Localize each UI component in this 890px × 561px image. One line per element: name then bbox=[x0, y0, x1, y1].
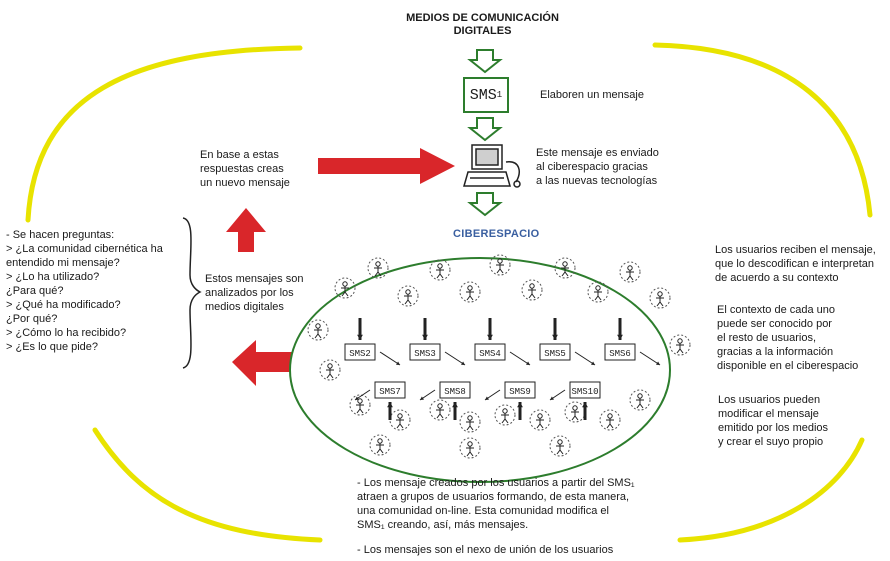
link-ts3 bbox=[574, 351, 596, 366]
svg-text:SMS8: SMS8 bbox=[444, 387, 466, 397]
svg-text:SMS4: SMS4 bbox=[479, 349, 501, 359]
link-head-td1 bbox=[422, 334, 428, 340]
questions-list: - Se hacen preguntas: > ¿La comunidad ci… bbox=[6, 229, 163, 353]
user-figure-t6 bbox=[521, 279, 543, 301]
link-head-td0 bbox=[357, 334, 363, 340]
sms-main-subscript: 1 bbox=[496, 90, 503, 100]
bottom-text-community: - Los mensaje creados por los usuarios a… bbox=[357, 477, 635, 531]
link-head-td3 bbox=[552, 334, 558, 340]
right-text-context: El contexto de cada uno puede ser conoci… bbox=[717, 304, 859, 372]
yellow-arc-top-left bbox=[25, 45, 303, 223]
user-figure-b0 bbox=[349, 394, 371, 416]
user-figure-t12 bbox=[669, 334, 691, 356]
diagram-title: MEDIOS DE COMUNICACIÓN DIGITALES bbox=[406, 12, 559, 37]
sms-node-t1: SMS3 bbox=[409, 343, 441, 361]
analyzed-text: Estos mensajes son analizados por los me… bbox=[205, 273, 304, 313]
step-elaborate: Elaboren un mensaje bbox=[540, 89, 644, 101]
user-figure-t3 bbox=[429, 259, 451, 281]
svg-text:SMS10: SMS10 bbox=[571, 387, 598, 397]
bottom-text-nexus: - Los mensajes son el nexo de unión de l… bbox=[357, 544, 614, 556]
link-head-bu2 bbox=[517, 402, 523, 408]
link-head-ts0 bbox=[396, 361, 400, 365]
link-ts2 bbox=[509, 351, 531, 366]
svg-text:SMS5: SMS5 bbox=[544, 349, 566, 359]
user-figure-b10 bbox=[459, 437, 481, 459]
link-head-bl3 bbox=[550, 396, 554, 400]
link-head-bu0 bbox=[387, 402, 393, 408]
cyberspace-ellipse bbox=[289, 257, 671, 483]
user-figure-t8 bbox=[587, 281, 609, 303]
user-figure-t4 bbox=[459, 281, 481, 303]
svg-text:SMS9: SMS9 bbox=[509, 387, 531, 397]
link-head-td2 bbox=[487, 334, 493, 340]
user-figure-t13 bbox=[319, 359, 341, 381]
user-figure-b4 bbox=[494, 404, 516, 426]
red-arrow-up-left bbox=[232, 340, 328, 386]
link-ts0 bbox=[379, 351, 401, 366]
green-arrow-2 bbox=[467, 117, 503, 142]
link-head-bl1 bbox=[420, 396, 424, 400]
user-figure-b3 bbox=[459, 411, 481, 433]
user-figure-t7 bbox=[554, 257, 576, 279]
user-figure-b9 bbox=[369, 434, 391, 456]
link-head-bu3 bbox=[582, 402, 588, 408]
user-figure-b5 bbox=[529, 409, 551, 431]
user-figure-t9 bbox=[619, 261, 641, 283]
link-head-bu1 bbox=[452, 402, 458, 408]
red-arrow-up bbox=[226, 208, 266, 252]
red-arrow-right bbox=[318, 148, 455, 184]
user-figure-b7 bbox=[599, 409, 621, 431]
link-head-bl2 bbox=[485, 396, 489, 400]
green-arrow-3 bbox=[467, 192, 503, 217]
link-head-ts4 bbox=[656, 361, 660, 365]
yellow-arc-top-right bbox=[652, 42, 873, 218]
svg-text:SMS7: SMS7 bbox=[379, 387, 401, 397]
user-figure-t5 bbox=[489, 254, 511, 276]
sms-node-t2: SMS4 bbox=[474, 343, 506, 361]
sms-node-b0: SMS7 bbox=[374, 381, 406, 399]
link-head-td4 bbox=[617, 334, 623, 340]
user-figure-t0 bbox=[334, 277, 356, 299]
link-ts4 bbox=[639, 351, 661, 366]
user-figure-t1 bbox=[367, 257, 389, 279]
sms-main-label: SMS bbox=[469, 86, 497, 104]
user-figure-t11 bbox=[307, 319, 329, 341]
step-sent: Este mensaje es enviado al ciberespacio … bbox=[536, 147, 659, 187]
yellow-arc-bottom-right bbox=[677, 437, 865, 543]
computer-icon bbox=[463, 144, 521, 188]
link-head-ts2 bbox=[526, 361, 530, 365]
svg-text:SMS3: SMS3 bbox=[414, 349, 436, 359]
user-figure-t10 bbox=[649, 287, 671, 309]
user-figure-t2 bbox=[397, 285, 419, 307]
yellow-arc-bottom-left bbox=[92, 427, 323, 543]
user-figure-b2 bbox=[429, 399, 451, 421]
user-figure-b1 bbox=[389, 409, 411, 431]
green-arrow-1 bbox=[467, 49, 503, 74]
svg-text:SMS2: SMS2 bbox=[349, 349, 371, 359]
sms-node-b1: SMS8 bbox=[439, 381, 471, 399]
user-figure-b11 bbox=[549, 435, 571, 457]
svg-text:SMS6: SMS6 bbox=[609, 349, 631, 359]
sms-node-b2: SMS9 bbox=[504, 381, 536, 399]
new-message-text: En base a estas respuestas creas un nuev… bbox=[200, 149, 290, 189]
left-brace bbox=[182, 217, 202, 369]
sms-node-t0: SMS2 bbox=[344, 343, 376, 361]
link-ts1 bbox=[444, 351, 466, 366]
link-head-ts1 bbox=[461, 361, 465, 365]
link-head-ts3 bbox=[591, 361, 595, 365]
cyberspace-label: CIBERESPACIO bbox=[453, 228, 540, 240]
right-text-modify: Los usuarios pueden modificar el mensaje… bbox=[718, 394, 829, 448]
right-text-receive: Los usuarios reciben el mensaje, que lo … bbox=[715, 244, 876, 284]
sms-node-t4: SMS6 bbox=[604, 343, 636, 361]
sms-node-t3: SMS5 bbox=[539, 343, 571, 361]
user-figure-b8 bbox=[629, 389, 651, 411]
link-head-bl0 bbox=[355, 396, 359, 400]
sms-node-b3: SMS10 bbox=[569, 381, 601, 399]
